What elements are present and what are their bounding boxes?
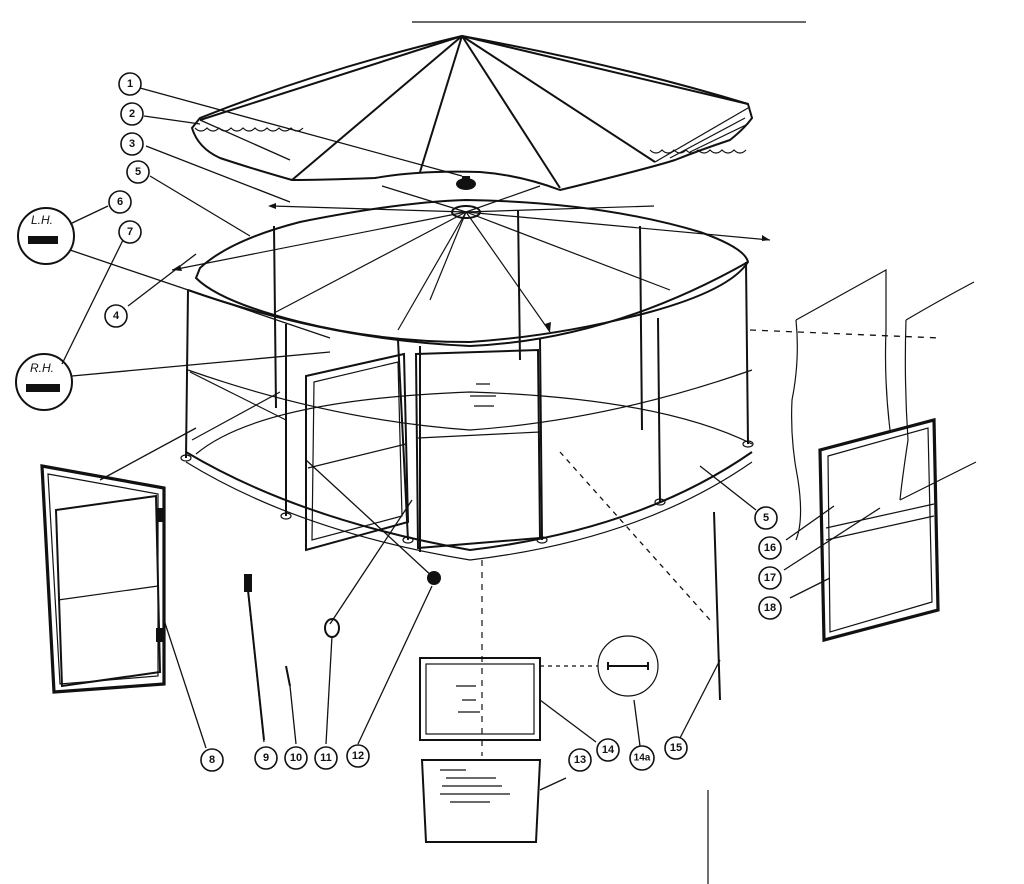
callout-16: 16 (758, 536, 782, 560)
callout-12: 12 (346, 744, 370, 768)
inset-left-hand: L.H. (17, 207, 75, 265)
part-13-instructions (420, 759, 542, 843)
svg-text:13: 13 (574, 754, 586, 766)
wall-frame (180, 209, 754, 561)
callout-9: 9 (254, 746, 278, 770)
svg-text:15: 15 (670, 742, 682, 754)
callout-7: 7 (118, 220, 142, 244)
svg-text:7: 7 (127, 226, 133, 238)
callout-18: 18 (758, 596, 782, 620)
svg-text:14: 14 (602, 744, 615, 756)
svg-text:18: 18 (764, 602, 776, 614)
svg-text:14a: 14a (634, 753, 651, 764)
callout-5-top: 5 (126, 160, 150, 184)
svg-text:4: 4 (113, 310, 120, 322)
callout-8: 8 (200, 748, 224, 772)
callout-10: 10 (284, 746, 308, 770)
svg-text:16: 16 (764, 542, 776, 554)
front-screen-panel (414, 348, 542, 550)
part-14a-inset (597, 635, 659, 697)
svg-text:8: 8 (209, 754, 215, 766)
canopy-shading (654, 107, 749, 163)
part-14-sheet (419, 657, 541, 741)
svg-text:5: 5 (763, 512, 769, 524)
svg-text:17: 17 (764, 572, 776, 584)
svg-text:12: 12 (352, 750, 364, 762)
callout-3: 3 (120, 132, 144, 156)
door-assembly-left (40, 464, 166, 694)
callout-13: 13 (568, 748, 592, 772)
callout-15: 15 (664, 736, 688, 760)
roof-frame (171, 185, 771, 344)
svg-text:1: 1 (127, 78, 133, 90)
svg-text:5: 5 (135, 166, 141, 178)
svg-text:6: 6 (117, 196, 123, 208)
callout-5-bottom: 5 (754, 506, 778, 530)
part-10-pin (285, 665, 291, 687)
svg-text:2: 2 (129, 108, 135, 120)
svg-text:9: 9 (263, 752, 269, 764)
front-door-open (305, 352, 410, 552)
callout-2: 2 (120, 102, 144, 126)
callout-14: 14 (596, 738, 620, 762)
svg-text:11: 11 (320, 752, 332, 764)
inset-right-hand: R.H. (15, 353, 73, 411)
door-assembly-right (791, 268, 977, 643)
finial (456, 176, 476, 190)
callout-17: 17 (758, 566, 782, 590)
canopy-scallop-left (194, 127, 304, 132)
inset-label-left-hand: L.H. (31, 213, 53, 227)
svg-text:10: 10 (290, 752, 302, 764)
svg-text:3: 3 (129, 138, 135, 150)
callout-11: 11 (314, 746, 338, 770)
canopy (190, 34, 754, 192)
callout-4: 4 (104, 304, 128, 328)
leader-lines (61, 87, 941, 791)
inset-label-right-hand: R.H. (30, 361, 54, 375)
canopy-scallop-right (649, 149, 747, 154)
callout-1: 1 (118, 72, 142, 96)
part-15-pole (713, 511, 721, 701)
canopy-outline (190, 34, 754, 192)
callout-6: 6 (108, 190, 132, 214)
callout-14a: 14a (629, 745, 655, 771)
